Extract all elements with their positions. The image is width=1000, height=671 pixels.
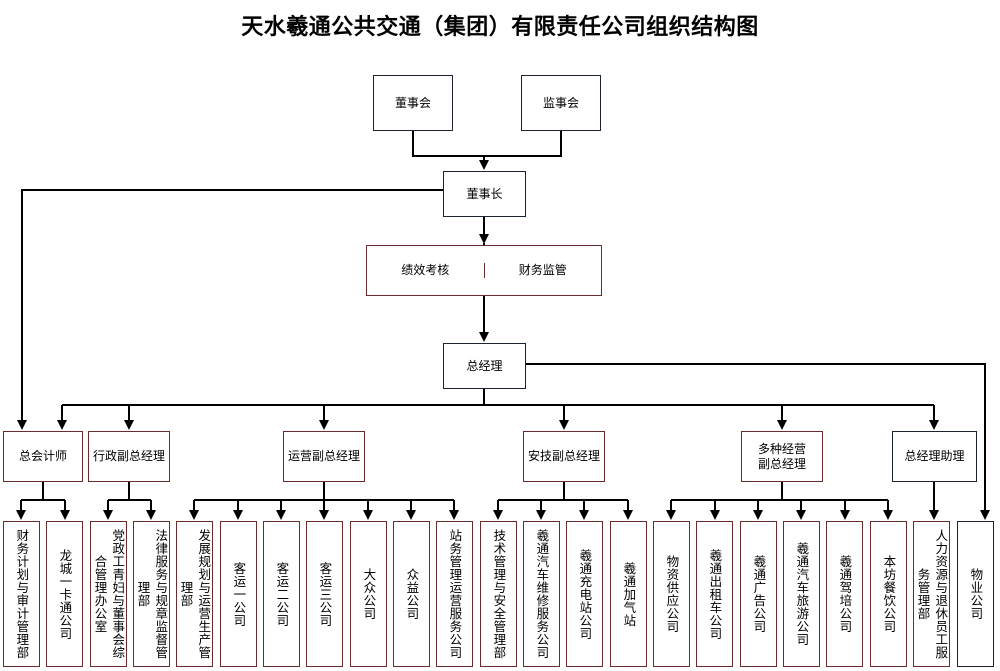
node-label: 安技副总经理	[527, 449, 600, 463]
leaf-dept-4[interactable]: 发展规划与运营生产管理部	[176, 521, 213, 667]
leaf-dept-16[interactable]: 羲通出租车公司	[696, 521, 733, 667]
leaf-label: 财务计划与审计管理部	[14, 529, 30, 659]
leaf-dept-1[interactable]: 龙城一卡通公司	[46, 521, 83, 667]
leaf-label: 法律服务与规章监督管理部	[135, 529, 169, 659]
leaf-label: 物资供应公司	[664, 555, 680, 633]
leaf-dept-11[interactable]: 技术管理与安全管理部	[480, 521, 517, 667]
node-financial-supervision[interactable]: 财务监管	[485, 263, 602, 278]
leaf-dept-17[interactable]: 羲通广告公司	[740, 521, 777, 667]
node-chairman[interactable]: 董事长	[443, 171, 526, 217]
node-label: 监事会	[542, 95, 579, 110]
leaf-label: 客运三公司	[317, 561, 333, 627]
leaf-dept-20[interactable]: 本坊餐饮公司	[870, 521, 907, 667]
node-label: 财务监管	[518, 263, 567, 277]
node-label: 总经理	[466, 358, 503, 373]
node-board-of-directors[interactable]: 董事会	[373, 75, 453, 131]
leaf-label: 众益公司	[404, 568, 420, 620]
node-executive-operations-vp[interactable]: 运营副总经理	[283, 431, 365, 482]
leaf-dept-10[interactable]: 站务管理运营服务公司	[436, 521, 473, 667]
leaf-label: 发展规划与运营生产管理部	[178, 529, 212, 659]
leaf-label: 羲通驾培公司	[837, 555, 853, 633]
leaf-dept-15[interactable]: 物资供应公司	[653, 521, 690, 667]
leaf-label: 羲通广告公司	[751, 555, 767, 633]
leaf-label: 本坊餐饮公司	[881, 555, 897, 633]
leaf-dept-0[interactable]: 财务计划与审计管理部	[3, 521, 40, 667]
leaf-label: 客运二公司	[274, 561, 290, 627]
leaf-dept-21[interactable]: 人力资源与退休员工服务管理部	[913, 521, 950, 667]
leaf-dept-13[interactable]: 羲通充电站公司	[566, 521, 603, 667]
node-general-manager[interactable]: 总经理	[443, 343, 526, 389]
leaf-label: 羲通汽车维修服务公司	[534, 529, 550, 659]
node-label: 总会计师	[18, 449, 67, 463]
leaf-dept-7[interactable]: 客运三公司	[306, 521, 343, 667]
leaf-label: 大众公司	[361, 568, 377, 620]
leaf-dept-5[interactable]: 客运一公司	[220, 521, 257, 667]
node-performance-assessment[interactable]: 绩效考核	[367, 263, 485, 278]
leaf-label: 羲通充电站公司	[577, 548, 593, 640]
leaf-dept-2[interactable]: 党政工青妇与董事会综合管理办公室	[90, 521, 127, 667]
node-executive-gm-assistant[interactable]: 总经理助理	[892, 431, 977, 482]
leaf-dept-6[interactable]: 客运二公司	[263, 521, 300, 667]
leaf-label: 羲通汽车旅游公司	[794, 542, 810, 646]
node-label: 绩效考核	[401, 263, 450, 277]
leaf-dept-12[interactable]: 羲通汽车维修服务公司	[523, 521, 560, 667]
node-label: 多种经营 副总经理	[757, 441, 806, 471]
leaf-dept-14[interactable]: 羲通加气站	[610, 521, 647, 667]
leaf-label: 技术管理与安全管理部	[491, 529, 507, 659]
node-executive-safety-tech-vp[interactable]: 安技副总经理	[523, 431, 605, 482]
node-label: 总经理助理	[904, 449, 965, 463]
node-label: 运营副总经理	[287, 449, 360, 463]
node-label: 董事长	[466, 186, 503, 201]
leaf-label: 羲通出租车公司	[707, 548, 723, 640]
leaf-dept-18[interactable]: 羲通汽车旅游公司	[783, 521, 820, 667]
leaf-dept-19[interactable]: 羲通驾培公司	[826, 521, 863, 667]
node-executive-chief-accountant[interactable]: 总会计师	[3, 431, 83, 482]
leaf-label: 人力资源与退休员工服务管理部	[915, 529, 949, 659]
node-executive-admin-vp[interactable]: 行政副总经理	[88, 431, 170, 482]
leaf-label: 龙城一卡通公司	[57, 548, 73, 640]
node-label: 董事会	[394, 95, 431, 110]
node-board-of-supervisors[interactable]: 监事会	[521, 75, 601, 131]
leaf-label: 物业公司	[968, 568, 984, 620]
leaf-dept-8[interactable]: 大众公司	[350, 521, 387, 667]
node-oversight-box: 绩效考核 财务监管	[366, 245, 602, 296]
leaf-dept-22[interactable]: 物业公司	[957, 521, 994, 667]
leaf-dept-3[interactable]: 法律服务与规章监督管理部	[133, 521, 170, 667]
leaf-label: 站务管理运营服务公司	[447, 529, 463, 659]
node-executive-diversified-business-vp[interactable]: 多种经营 副总经理	[741, 431, 823, 482]
leaf-label: 党政工青妇与董事会综合管理办公室	[92, 529, 126, 659]
leaf-label: 羲通加气站	[621, 561, 637, 627]
leaf-label: 客运一公司	[231, 561, 247, 627]
page-title: 天水羲通公共交通（集团）有限责任公司组织结构图	[241, 15, 759, 40]
node-label: 行政副总经理	[92, 449, 165, 463]
leaf-dept-9[interactable]: 众益公司	[393, 521, 430, 667]
